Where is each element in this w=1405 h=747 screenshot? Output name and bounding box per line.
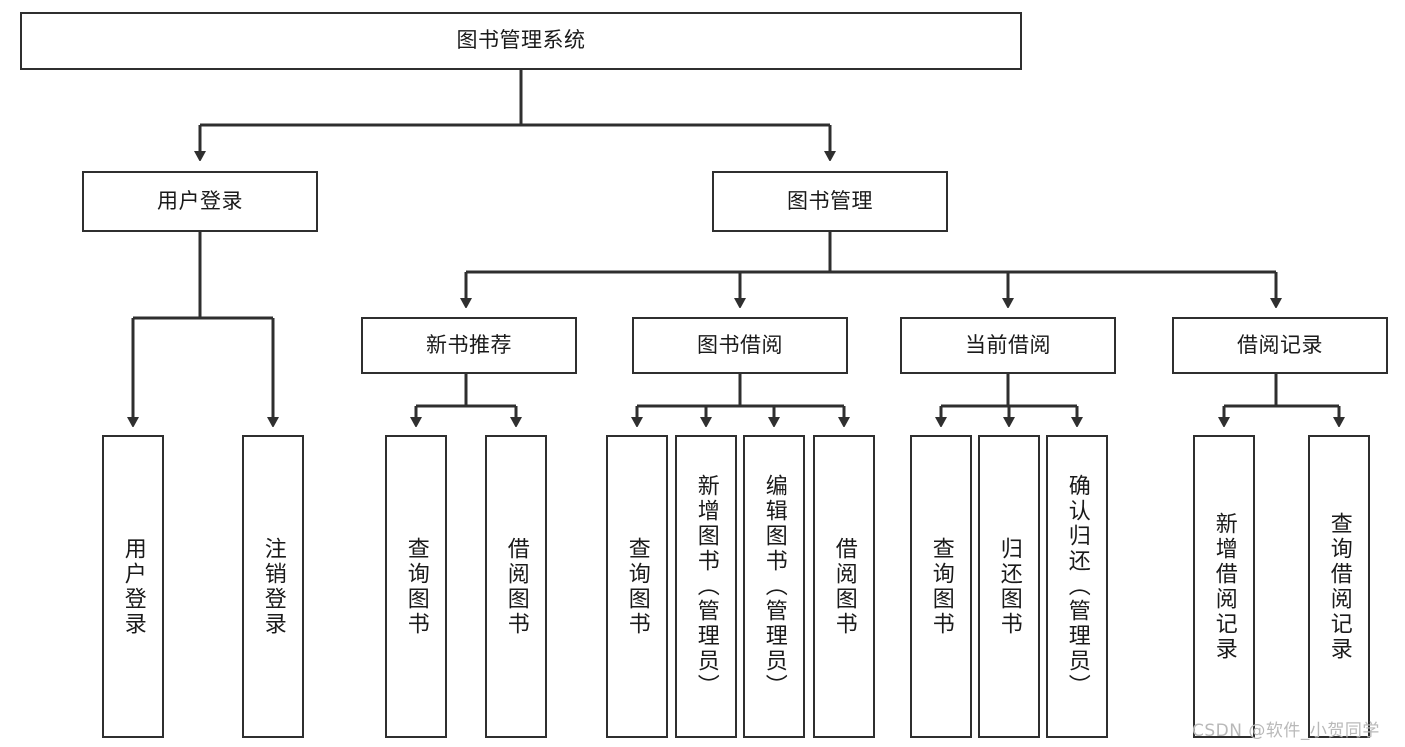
node-leaf-query-record[interactable]: 查询借阅记录 [1308,435,1370,738]
node-leaf-borrow-book-1[interactable]: 借阅图书 [485,435,547,738]
node-leaf-borrow-book-2-label: 借阅图书 [831,536,857,637]
node-borrow-record-label: 借阅记录 [1237,332,1323,357]
node-leaf-add-record[interactable]: 新增借阅记录 [1193,435,1255,738]
node-leaf-query-book-3[interactable]: 查询图书 [910,435,972,738]
node-leaf-confirm-return[interactable]: 确认归还（管理员） [1046,435,1108,738]
node-new-book-rec[interactable]: 新书推荐 [361,317,577,374]
node-leaf-add-record-label: 新增借阅记录 [1211,511,1237,662]
edge-group-current-borrow [941,374,1077,418]
node-book-manage[interactable]: 图书管理 [712,171,948,232]
node-leaf-edit-book-label: 编辑图书（管理员） [761,474,787,699]
node-borrow-record[interactable]: 借阅记录 [1172,317,1388,374]
node-root[interactable]: 图书管理系统 [20,12,1022,70]
node-book-borrow[interactable]: 图书借阅 [632,317,848,374]
node-leaf-confirm-return-label: 确认归还（管理员） [1064,474,1090,699]
edge-group-new-book-rec [416,374,516,418]
edge-group-borrow-record [1224,374,1339,418]
node-book-manage-label: 图书管理 [787,188,873,213]
node-book-borrow-label: 图书借阅 [697,332,783,357]
node-user-login[interactable]: 用户登录 [82,171,318,232]
edge-group-book-borrow [637,374,844,418]
node-current-borrow[interactable]: 当前借阅 [900,317,1116,374]
csdn-watermark: CSDN @软件_小贺同学 [1192,721,1380,741]
node-leaf-user-login-label: 用户登录 [120,536,146,637]
node-leaf-query-book-2[interactable]: 查询图书 [606,435,668,738]
node-leaf-logout-label: 注销登录 [260,536,286,637]
node-leaf-query-record-label: 查询借阅记录 [1326,511,1352,662]
node-leaf-edit-book[interactable]: 编辑图书（管理员） [743,435,805,738]
edge-group-root [200,70,830,152]
node-new-book-rec-label: 新书推荐 [426,332,512,357]
node-user-login-label: 用户登录 [157,188,243,213]
edge-group-book-manage [466,232,1276,299]
node-leaf-logout[interactable]: 注销登录 [242,435,304,738]
node-leaf-query-book-2-label: 查询图书 [624,536,650,637]
node-leaf-query-book-3-label: 查询图书 [928,536,954,637]
node-root-label: 图书管理系统 [456,28,586,53]
node-leaf-return-book[interactable]: 归还图书 [978,435,1040,738]
node-leaf-query-book-1[interactable]: 查询图书 [385,435,447,738]
node-leaf-borrow-book-1-label: 借阅图书 [503,536,529,637]
edge-group-user-login [133,232,273,418]
node-leaf-user-login[interactable]: 用户登录 [102,435,164,738]
node-current-borrow-label: 当前借阅 [965,332,1051,357]
node-leaf-return-book-label: 归还图书 [996,536,1022,637]
node-leaf-add-book[interactable]: 新增图书（管理员） [675,435,737,738]
node-leaf-add-book-label: 新增图书（管理员） [693,474,719,699]
node-leaf-borrow-book-2[interactable]: 借阅图书 [813,435,875,738]
node-leaf-query-book-1-label: 查询图书 [403,536,429,637]
